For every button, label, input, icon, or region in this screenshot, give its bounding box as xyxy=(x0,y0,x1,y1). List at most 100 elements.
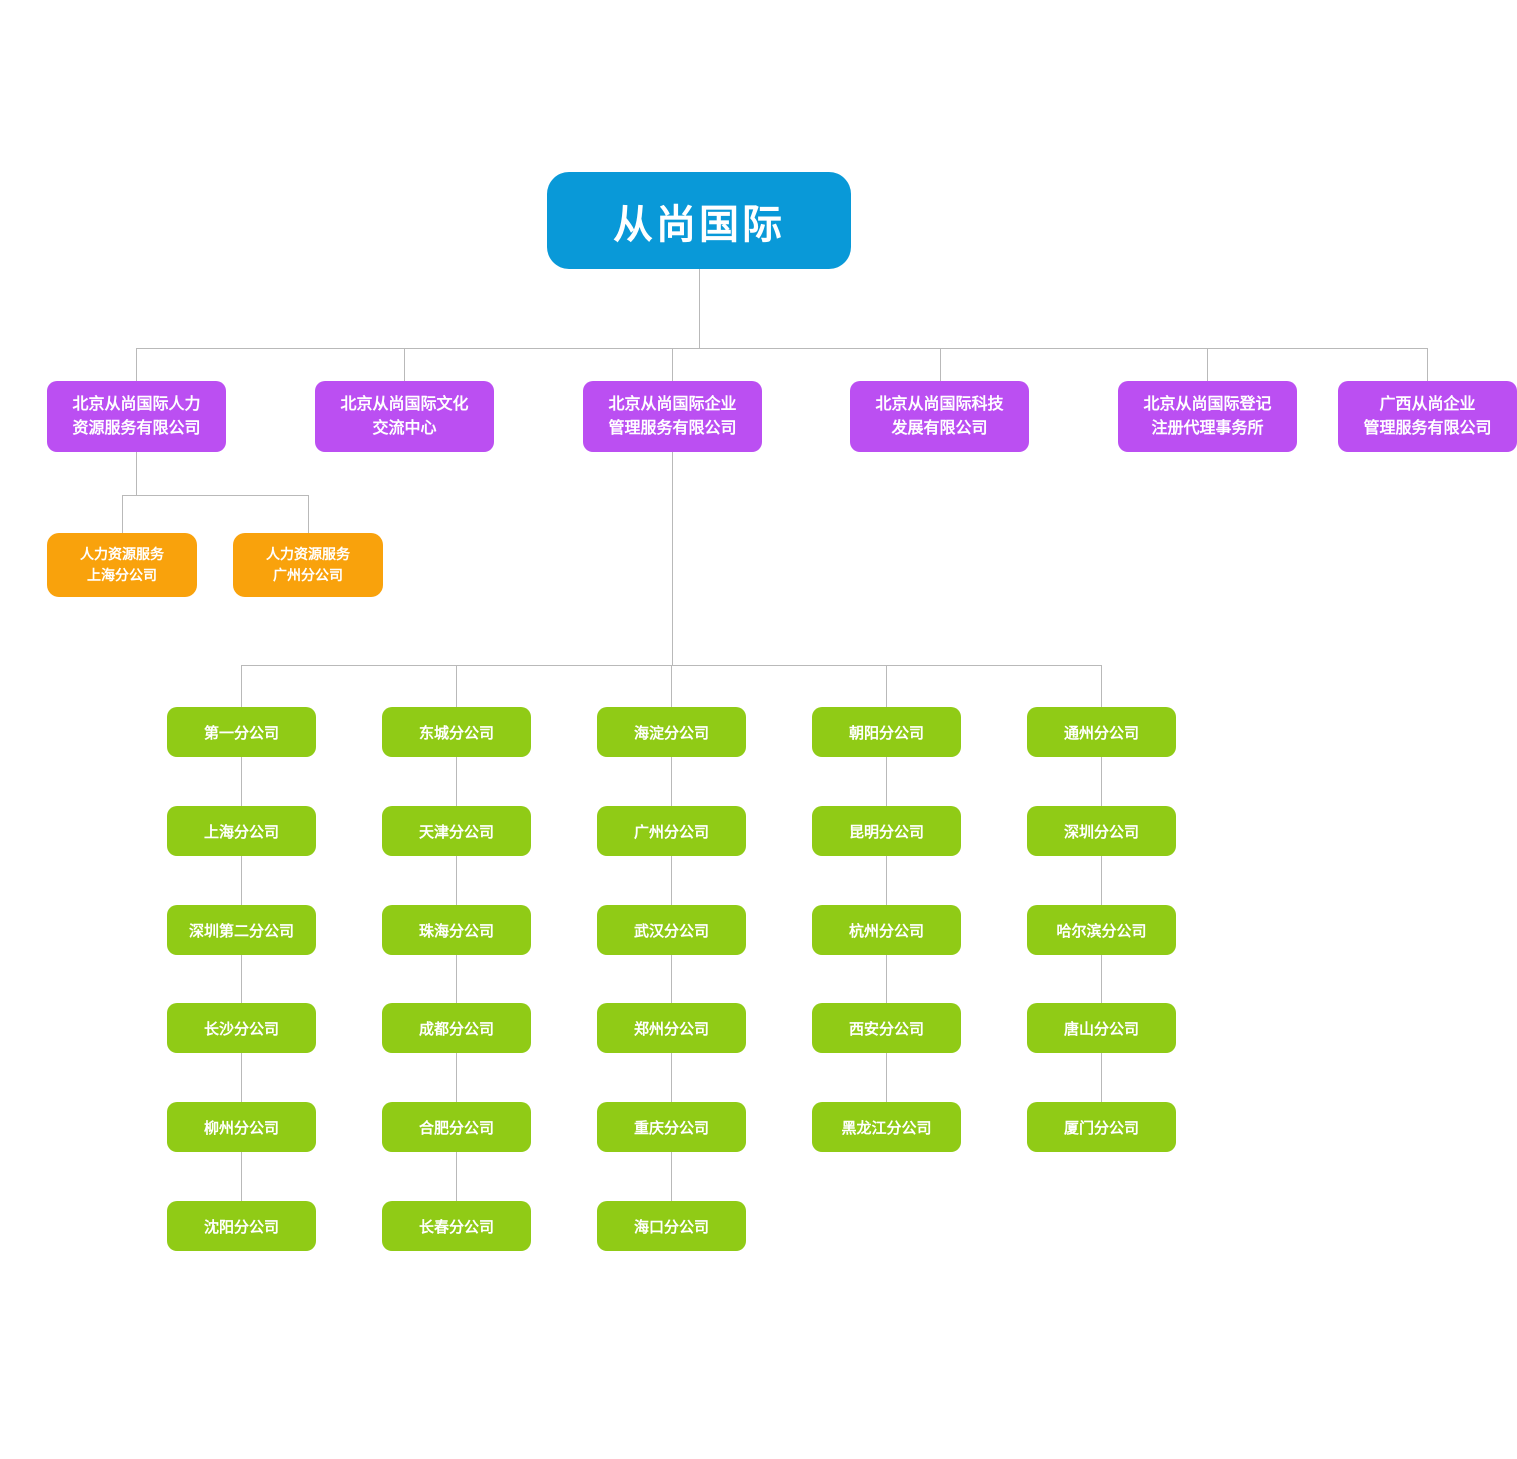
connector-line xyxy=(671,757,672,806)
connector-line xyxy=(940,348,941,381)
node-beijing-culture-center[interactable]: 北京从尚国际文化 交流中心 xyxy=(315,381,494,452)
node-beijing-enterprise-mgmt[interactable]: 北京从尚国际企业 管理服务有限公司 xyxy=(583,381,762,452)
node-branch-tianjin[interactable]: 天津分公司 xyxy=(382,806,531,856)
node-branch-shenzhen[interactable]: 深圳分公司 xyxy=(1027,806,1176,856)
node-branch-shenzhen-no2[interactable]: 深圳第二分公司 xyxy=(167,905,316,955)
node-branch-liuzhou[interactable]: 柳州分公司 xyxy=(167,1102,316,1152)
node-branch-shenyang[interactable]: 沈阳分公司 xyxy=(167,1201,316,1251)
connector-line xyxy=(1101,856,1102,905)
node-label: 海口分公司 xyxy=(633,1218,709,1236)
node-branch-harbin[interactable]: 哈尔滨分公司 xyxy=(1027,905,1176,955)
node-branch-hefei[interactable]: 合肥分公司 xyxy=(382,1102,531,1152)
node-hr-branch-guangzhou[interactable]: 人力资源服务 广州分公司 xyxy=(233,533,383,597)
connector-line xyxy=(241,955,242,1003)
node-label: 唐山分公司 xyxy=(1063,1020,1139,1038)
connector-line xyxy=(1101,757,1102,806)
node-branch-heilongjiang[interactable]: 黑龙江分公司 xyxy=(812,1102,961,1152)
node-branch-haidian[interactable]: 海淀分公司 xyxy=(597,707,746,757)
node-beijing-hr-services[interactable]: 北京从尚国际人力 资源服务有限公司 xyxy=(47,381,226,452)
node-label: 人力资源服务 广州分公司 xyxy=(266,546,350,583)
connector-line xyxy=(456,665,457,707)
node-branch-diyi[interactable]: 第一分公司 xyxy=(167,707,316,757)
connector-line xyxy=(671,856,672,905)
node-branch-haikou[interactable]: 海口分公司 xyxy=(597,1201,746,1251)
connector-line xyxy=(886,757,887,806)
connector-line xyxy=(136,348,1428,349)
node-label: 北京从尚国际科技 发展有限公司 xyxy=(875,395,1004,437)
node-branch-chengdu[interactable]: 成都分公司 xyxy=(382,1003,531,1053)
connector-line xyxy=(456,1152,457,1201)
node-label: 第一分公司 xyxy=(203,724,279,742)
node-branch-chaoyang[interactable]: 朝阳分公司 xyxy=(812,707,961,757)
node-branch-tangshan[interactable]: 唐山分公司 xyxy=(1027,1003,1176,1053)
node-branch-shanghai[interactable]: 上海分公司 xyxy=(167,806,316,856)
connector-line xyxy=(241,1053,242,1102)
connector-line xyxy=(1207,348,1208,381)
node-label: 柳州分公司 xyxy=(203,1119,279,1137)
connector-line xyxy=(122,495,308,496)
node-branch-wuhan[interactable]: 武汉分公司 xyxy=(597,905,746,955)
node-label: 珠海分公司 xyxy=(418,922,494,940)
connector-line xyxy=(404,348,405,381)
connector-line xyxy=(241,757,242,806)
connector-line xyxy=(886,1053,887,1102)
connector-line xyxy=(671,1053,672,1102)
node-branch-tongzhou[interactable]: 通州分公司 xyxy=(1027,707,1176,757)
node-branch-zhengzhou[interactable]: 郑州分公司 xyxy=(597,1003,746,1053)
node-branch-dongcheng[interactable]: 东城分公司 xyxy=(382,707,531,757)
node-branch-guangzhou[interactable]: 广州分公司 xyxy=(597,806,746,856)
node-label: 长沙分公司 xyxy=(203,1020,279,1038)
node-label: 武汉分公司 xyxy=(633,922,709,940)
node-branch-zhuhai[interactable]: 珠海分公司 xyxy=(382,905,531,955)
node-beijing-tech-development[interactable]: 北京从尚国际科技 发展有限公司 xyxy=(850,381,1029,452)
node-label: 长春分公司 xyxy=(418,1218,494,1236)
node-root-congshang-international[interactable]: 从尚国际 xyxy=(547,172,851,269)
connector-line xyxy=(671,955,672,1003)
node-label: 北京从尚国际人力 资源服务有限公司 xyxy=(72,395,201,437)
node-branch-hangzhou[interactable]: 杭州分公司 xyxy=(812,905,961,955)
node-branch-xian[interactable]: 西安分公司 xyxy=(812,1003,961,1053)
connector-line xyxy=(241,856,242,905)
node-label: 黑龙江分公司 xyxy=(841,1119,932,1137)
node-label: 郑州分公司 xyxy=(633,1020,709,1038)
node-label: 通州分公司 xyxy=(1063,724,1139,742)
node-label: 东城分公司 xyxy=(418,724,494,742)
connector-line xyxy=(672,452,673,665)
connector-line xyxy=(671,665,672,707)
connector-line xyxy=(672,348,673,381)
node-branch-changchun[interactable]: 长春分公司 xyxy=(382,1201,531,1251)
node-label: 成都分公司 xyxy=(418,1020,494,1038)
node-label: 沈阳分公司 xyxy=(203,1218,279,1236)
node-beijing-registration-agency[interactable]: 北京从尚国际登记 注册代理事务所 xyxy=(1118,381,1297,452)
node-label: 昆明分公司 xyxy=(848,823,924,841)
connector-line xyxy=(456,856,457,905)
connector-line xyxy=(136,452,137,495)
connector-line xyxy=(886,856,887,905)
node-branch-kunming[interactable]: 昆明分公司 xyxy=(812,806,961,856)
connector-line xyxy=(308,495,309,533)
connector-line xyxy=(1427,348,1428,381)
node-label: 上海分公司 xyxy=(203,823,279,841)
node-label: 杭州分公司 xyxy=(848,922,924,940)
node-label: 深圳第二分公司 xyxy=(188,922,294,940)
connector-line xyxy=(1101,1053,1102,1102)
connector-line xyxy=(1101,665,1102,707)
node-label: 朝阳分公司 xyxy=(848,724,924,742)
node-label: 北京从尚国际企业 管理服务有限公司 xyxy=(608,395,737,437)
connector-line xyxy=(1101,955,1102,1003)
node-branch-chongqing[interactable]: 重庆分公司 xyxy=(597,1102,746,1152)
node-label: 北京从尚国际登记 注册代理事务所 xyxy=(1143,395,1272,437)
node-label: 厦门分公司 xyxy=(1063,1119,1139,1137)
connector-line xyxy=(699,269,700,348)
node-guangxi-enterprise-mgmt[interactable]: 广西从尚企业 管理服务有限公司 xyxy=(1338,381,1517,452)
node-label: 天津分公司 xyxy=(418,823,494,841)
node-hr-branch-shanghai[interactable]: 人力资源服务 上海分公司 xyxy=(47,533,197,597)
node-branch-xiamen[interactable]: 厦门分公司 xyxy=(1027,1102,1176,1152)
connector-line xyxy=(671,1152,672,1201)
node-label: 海淀分公司 xyxy=(633,724,709,742)
node-label: 西安分公司 xyxy=(848,1020,924,1038)
connector-line xyxy=(136,348,137,381)
node-label: 合肥分公司 xyxy=(418,1119,494,1137)
node-branch-changsha[interactable]: 长沙分公司 xyxy=(167,1003,316,1053)
